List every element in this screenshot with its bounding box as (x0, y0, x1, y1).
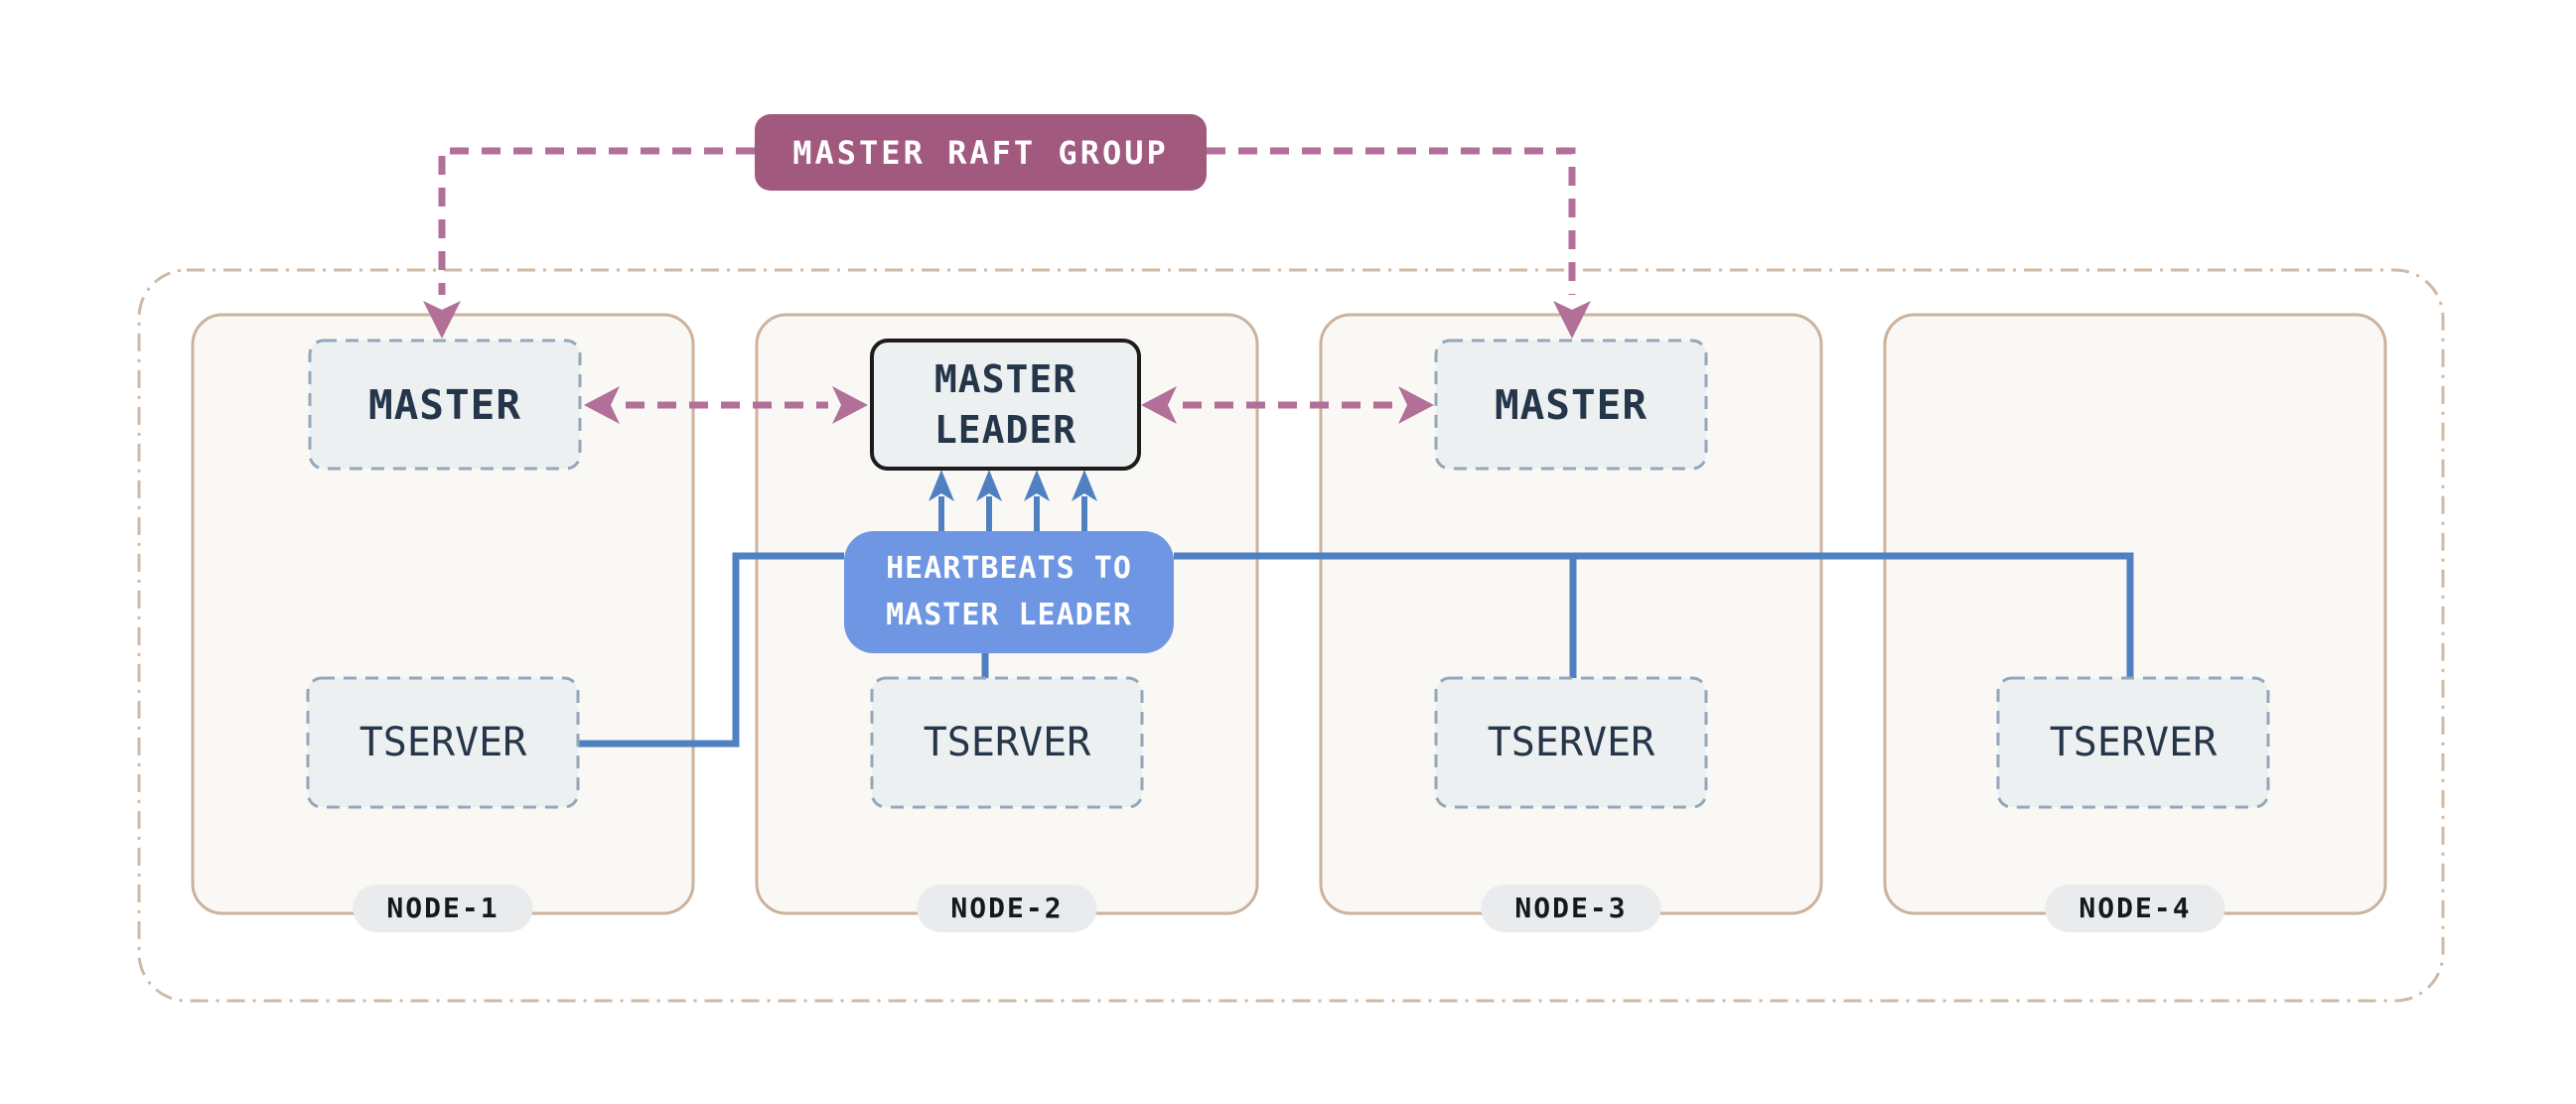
master-leader-box (870, 339, 1141, 471)
leader-arrowhead-west (1141, 386, 1177, 424)
master-box-node1 (308, 339, 582, 471)
tserver-box-node1 (306, 676, 580, 809)
heartbeat-arrowhead-2 (976, 470, 1002, 501)
tserver3-tserver4-heartbeat-trunk (1174, 552, 2134, 680)
heartbeats-badge (844, 531, 1174, 653)
master-box-node3 (1434, 339, 1708, 471)
tserver1-heartbeat-line (578, 552, 844, 748)
raft-to-master3-connector (1207, 147, 1576, 295)
raft-to-master3-arrowhead (1553, 301, 1591, 339)
tserver-box-node4 (1996, 676, 2270, 809)
node-2-label-pill: NODE-2 (917, 885, 1097, 932)
heartbeat-arrowhead-4 (1072, 470, 1097, 501)
leader-arrowhead-east (832, 386, 868, 424)
node-4-label-pill: NODE-4 (2045, 885, 2225, 932)
tserver-box-node3 (1434, 676, 1708, 809)
master3-arrowhead-east (1398, 386, 1434, 424)
heartbeat-arrow-shafts (938, 496, 1087, 532)
node-4-container (1883, 313, 2387, 915)
node-1-label-pill: NODE-1 (353, 885, 533, 932)
raft-group-badge (755, 114, 1207, 191)
heartbeat-arrowhead-1 (929, 470, 954, 501)
cluster-boundary (137, 268, 2445, 1003)
master1-arrowhead-west (584, 386, 620, 424)
tserver-box-node2 (870, 676, 1144, 809)
node-3-label-pill: NODE-3 (1481, 885, 1661, 932)
raft-to-master1-arrowhead (423, 301, 461, 339)
raft-to-master1-connector (438, 147, 755, 295)
heartbeat-arrowhead-3 (1024, 470, 1050, 501)
